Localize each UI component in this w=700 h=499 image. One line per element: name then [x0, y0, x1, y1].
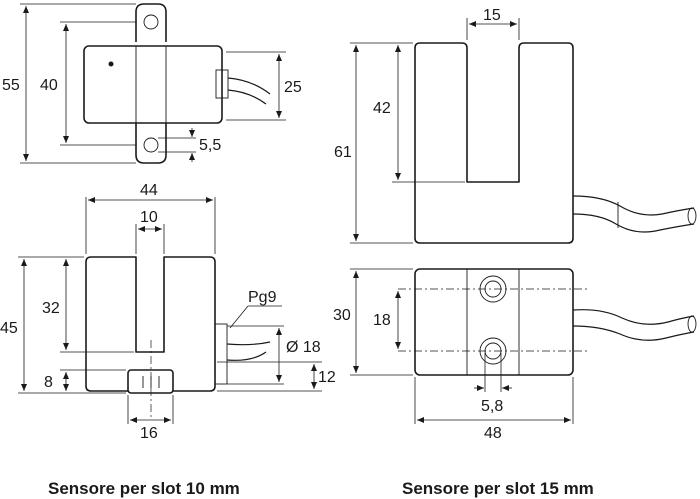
- mount-hole-lower: [479, 337, 507, 365]
- upper-mounting-tab: [135, 3, 167, 42]
- indicator-led: [108, 61, 114, 67]
- dim-slot-depth-15: 42: [373, 100, 391, 117]
- gland-pg9: [214, 323, 228, 385]
- dim-width: 44: [140, 182, 158, 199]
- dim-height-15-top: 30: [333, 307, 351, 324]
- dim-base-height: 8: [44, 374, 53, 391]
- dim-width-15: 48: [484, 425, 502, 442]
- dim-overall-height: 55: [2, 77, 20, 94]
- sensor-15mm-top-view: 30 18 5,8 48: [333, 268, 697, 442]
- base-mount: [127, 369, 174, 394]
- cable: [227, 77, 271, 95]
- dim-slot-depth: 32: [42, 300, 60, 317]
- cable-gland: [215, 69, 229, 99]
- dim-overall-height-15: 61: [334, 144, 352, 161]
- sensor-10mm-front-view: 44 10 45 32 8 16 Pg9 Ø 18: [0, 182, 336, 442]
- u-housing-15mm: [414, 42, 574, 244]
- dim-body-height: 40: [40, 77, 58, 94]
- dim-front-overall-height: 45: [0, 320, 18, 337]
- sensor-housing: [83, 45, 223, 124]
- dim-hole-spacing: 18: [373, 312, 391, 329]
- dim-base-width: 16: [140, 425, 158, 442]
- mounting-hole-bottom: [143, 137, 159, 153]
- dim-cable-exit: 25: [284, 79, 302, 96]
- dim-slot-width: 10: [140, 209, 158, 226]
- dim-hole-dia-15: 5,8: [481, 398, 503, 415]
- caption-15mm: Sensore per slot 15 mm: [402, 479, 594, 498]
- cable-15mm: [572, 195, 695, 216]
- caption-10mm: Sensore per slot 10 mm: [48, 479, 240, 498]
- u-housing: [85, 256, 216, 392]
- label-pg9: Pg9: [248, 289, 277, 306]
- dim-gland-dia: Ø 18: [286, 339, 321, 356]
- mounting-hole-top: [143, 14, 159, 30]
- sensor-15mm-front-view: 15 61 42: [334, 7, 697, 244]
- dim-gland-height: 12: [318, 369, 336, 386]
- mount-hole-upper: [479, 275, 507, 303]
- housing-top-15mm: [414, 268, 574, 376]
- dim-slot-width-15: 15: [483, 7, 501, 24]
- sensor-10mm-top-view: 55 40 25 5,5: [2, 3, 302, 164]
- lower-mounting-tab: [135, 120, 167, 164]
- dim-hole-dia: 5,5: [199, 137, 221, 154]
